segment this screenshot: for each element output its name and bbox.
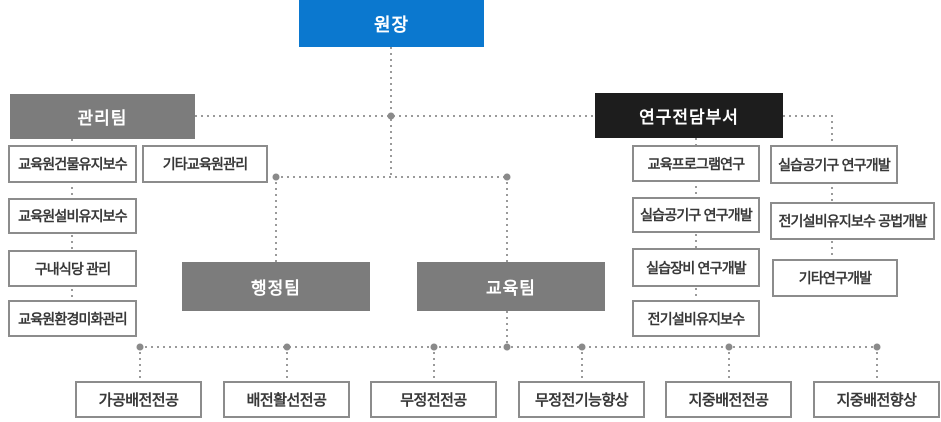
node-major-underground-skill: 지중배전향상 — [813, 381, 940, 418]
connector-major2-down — [286, 346, 288, 381]
node-education-team: 교육팀 — [417, 262, 605, 311]
node-director: 원장 — [299, 0, 484, 47]
connector-director-down — [390, 47, 392, 177]
connector-admin-down — [275, 176, 277, 262]
junction-dot — [725, 343, 733, 351]
node-management-team: 관리팀 — [10, 94, 195, 139]
node-major-uninterruptible-power: 무정전전공 — [370, 381, 497, 418]
junction-dot — [503, 173, 511, 181]
node-mgmt-other-management: 기타교육원관리 — [142, 145, 268, 183]
connector-major6-down — [876, 346, 878, 381]
junction-dot — [873, 343, 881, 351]
connector-major4-down — [581, 346, 583, 381]
junction-dot — [578, 343, 586, 351]
node-research-practice-equipment-rnd: 실습장비 연구개발 — [632, 248, 760, 287]
connector-education-to-majors — [506, 311, 508, 347]
node-mgmt-facility-maintenance: 교육원설비유지보수 — [8, 198, 137, 234]
node-research2-other-rnd: 기타연구개발 — [772, 259, 898, 297]
connector-major3-down — [433, 346, 435, 381]
node-research2-practice-tools-rnd: 실습공기구 연구개발 — [770, 145, 898, 184]
node-research-electrical-maintenance: 전기설비유지보수 — [632, 300, 760, 337]
connector-level1-horizontal — [195, 115, 833, 117]
node-research-program-research: 교육프로그램연구 — [632, 145, 760, 182]
node-admin-team: 행정팀 — [182, 262, 370, 311]
node-mgmt-environment-management: 교육원환경미화관리 — [8, 300, 137, 337]
connector-major1-down — [139, 346, 141, 381]
connector-education-down — [506, 176, 508, 262]
node-mgmt-cafeteria-management: 구내식당 관리 — [8, 250, 137, 287]
connector-major5-down — [728, 346, 730, 381]
node-major-live-line-distribution: 배전활선전공 — [223, 381, 350, 418]
node-research-practice-tools-rnd: 실습공기구 연구개발 — [632, 197, 760, 233]
junction-dot — [283, 343, 291, 351]
junction-dot — [387, 112, 395, 120]
node-research-dept: 연구전담부서 — [595, 93, 783, 138]
connector-level2-horizontal — [275, 176, 508, 178]
node-research2-maintenance-method-dev: 전기설비유지보수 공법개발 — [770, 202, 935, 240]
junction-dot — [503, 343, 511, 351]
node-mgmt-building-maintenance: 교육원건물유지보수 — [8, 145, 137, 183]
junction-dot — [272, 173, 280, 181]
node-major-underground-distribution: 지중배전전공 — [665, 381, 792, 418]
junction-dot — [430, 343, 438, 351]
junction-dot — [136, 343, 144, 351]
node-major-uninterruptible-skill: 무정전기능향상 — [518, 381, 645, 418]
node-major-overhead-distribution: 가공배전전공 — [75, 381, 202, 418]
connector-research-col2-down — [831, 115, 833, 259]
